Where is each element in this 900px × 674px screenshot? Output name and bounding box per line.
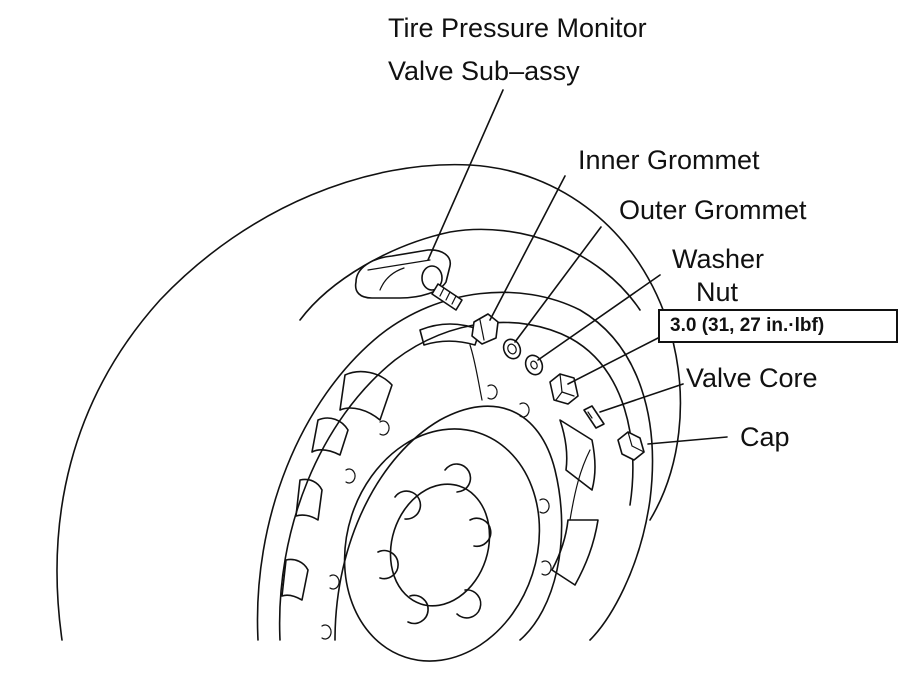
label-tpms-line1: Tire Pressure Monitor <box>388 13 647 43</box>
leader-tpms <box>427 89 504 261</box>
torque-spec-box: 3.0 (31, 27 in.·lbf) <box>658 309 898 343</box>
label-cap: Cap <box>740 422 790 452</box>
cap-part <box>617 431 645 461</box>
label-washer: Washer <box>672 244 765 274</box>
rim-outer-edge <box>256 291 654 641</box>
tire-outline <box>56 163 682 641</box>
nut-part <box>549 373 579 405</box>
tire-back-edge <box>299 228 641 321</box>
hub-outer <box>343 428 541 662</box>
leader-cap <box>647 436 728 445</box>
outer-grommet-part <box>502 338 522 360</box>
leader-nut <box>567 336 661 385</box>
rim-inner-edge <box>278 321 634 641</box>
hub-inner <box>389 483 491 607</box>
leader-washer <box>537 274 661 361</box>
label-valve-core: Valve Core <box>686 363 818 393</box>
leader-valve-core <box>599 383 684 413</box>
leader-inner-grommet <box>489 175 566 321</box>
label-nut: Nut <box>696 277 739 307</box>
label-outer-grommet: Outer Grommet <box>619 195 807 225</box>
label-tpms-line2: Valve Sub–assy <box>388 56 580 86</box>
inner-grommet-part <box>471 313 499 345</box>
valve-core-part <box>583 405 605 429</box>
label-inner-grommet: Inner Grommet <box>578 145 760 175</box>
leader-outer-grommet <box>514 226 602 343</box>
tpms-sensor <box>354 249 463 311</box>
wheel-disc <box>334 405 563 641</box>
